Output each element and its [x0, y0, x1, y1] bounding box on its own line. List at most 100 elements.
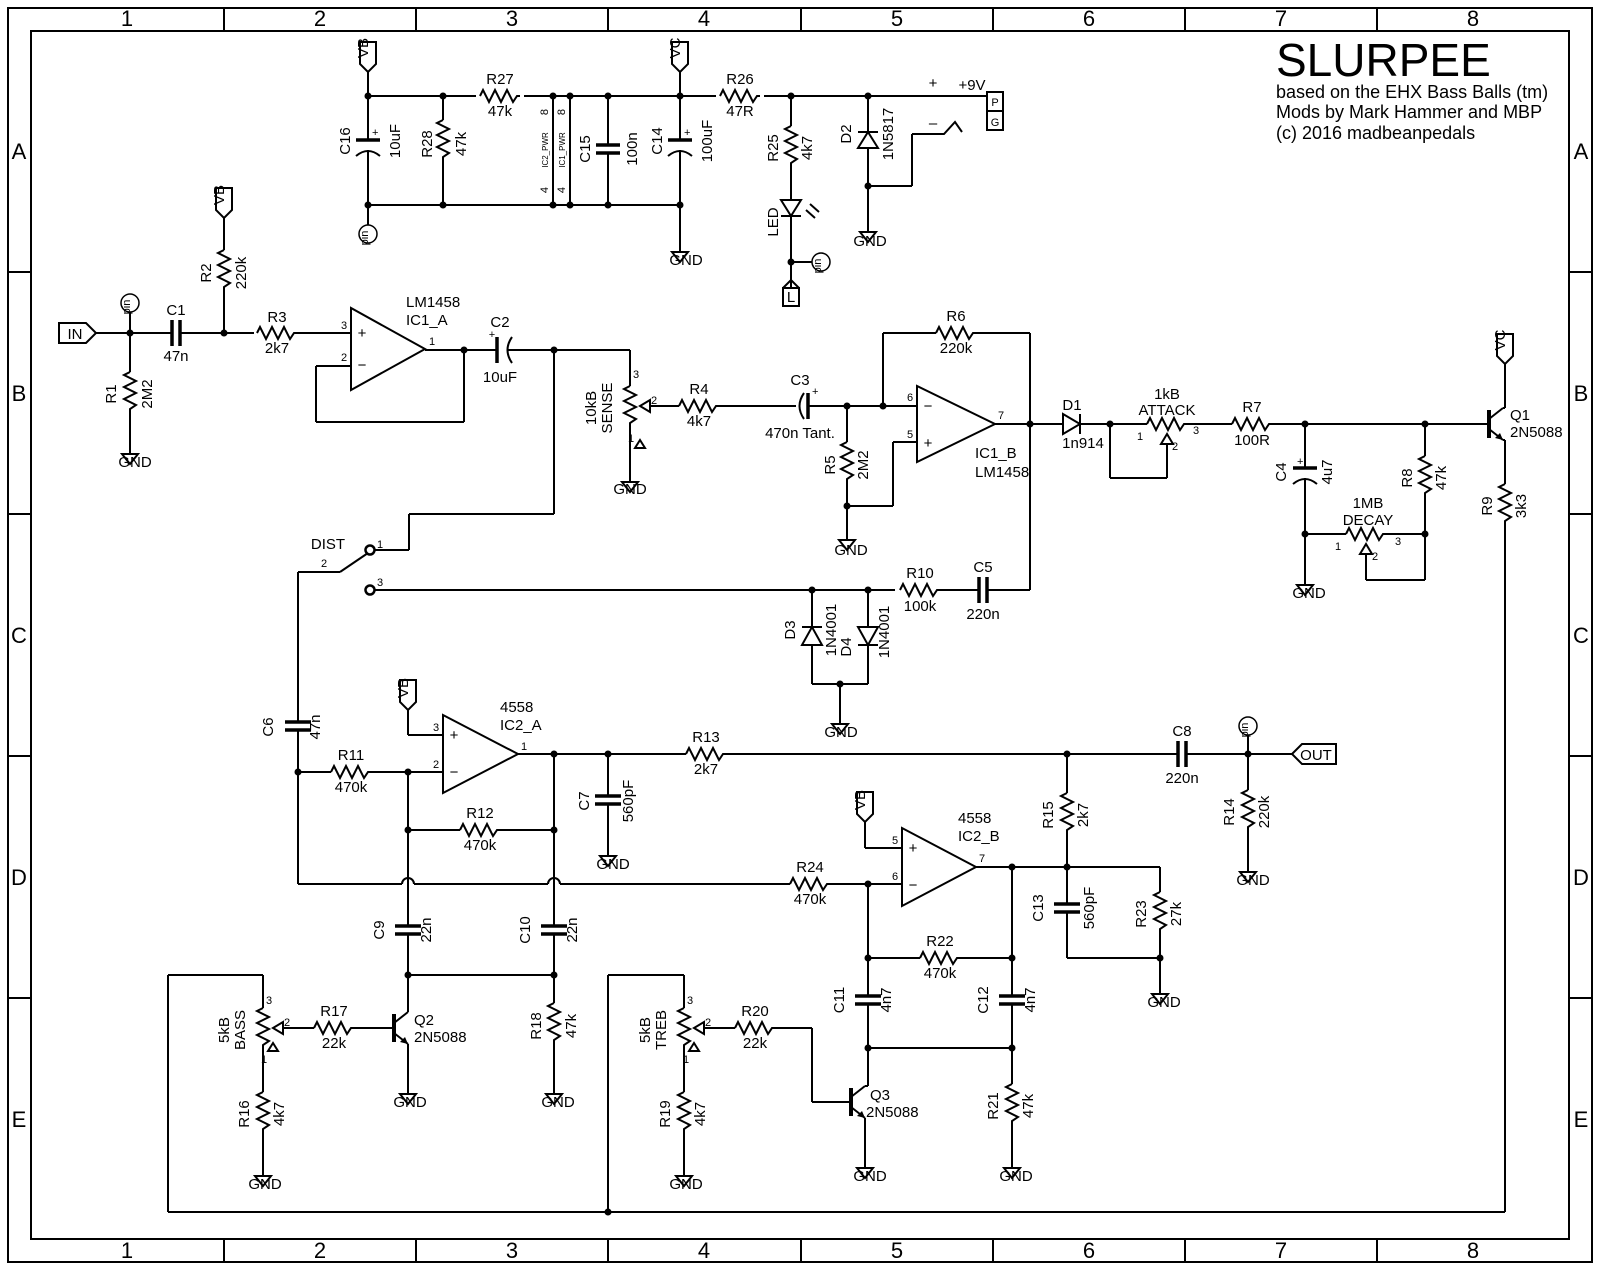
c7-val: 560pF [620, 780, 637, 823]
q1-transistor [1487, 406, 1505, 442]
r4-ref: R4 [689, 381, 708, 398]
col-label: 3 [506, 1238, 518, 1263]
power-9v: +9V [958, 77, 985, 94]
c8-val: 220n [1165, 770, 1198, 787]
r24-ref: R24 [796, 859, 824, 876]
r25-val: 4k7 [799, 136, 816, 160]
d4-icon [856, 626, 880, 648]
c4-val: 4u7 [1319, 459, 1336, 484]
d1-ref: D1 [1062, 397, 1081, 414]
row-label: E [12, 1107, 27, 1132]
r9-val: 3k3 [1513, 494, 1530, 518]
pin-num: 5 [907, 429, 913, 441]
pin-num: 2 [1372, 551, 1378, 563]
r23-val: 27k [1168, 901, 1185, 926]
r24-val: 470k [794, 891, 827, 908]
switch-contact-3[interactable] [364, 584, 376, 596]
pin-num: 6 [907, 392, 913, 404]
r15-val: 2k7 [1075, 803, 1092, 827]
pin-num: 7 [998, 410, 1004, 422]
col-label: 4 [698, 1238, 710, 1263]
gnd-label: GND [853, 1168, 887, 1185]
r2-val: 220k [233, 256, 250, 289]
pin-num: 3 [377, 577, 383, 589]
ic2a-opamp [442, 713, 521, 795]
attack-ref: ATTACK [1139, 402, 1196, 419]
d1-icon [1062, 412, 1082, 436]
input-stage: IN C1 47n pin R1 2M2 GND VB R2 220k R3 2… [58, 185, 630, 551]
ic2a-minus: − [450, 764, 459, 781]
r26-ref: R26 [726, 71, 754, 88]
ic1a-val: LM1458 [406, 294, 460, 311]
gnd-label: GND [248, 1176, 282, 1193]
r1-ref: R1 [103, 384, 120, 403]
r28-val: 47k [453, 131, 470, 156]
r6-ref: R6 [946, 308, 965, 325]
q1-val: 2N5088 [1510, 424, 1563, 441]
ic1-pin8: 8 [556, 109, 568, 115]
frame-tick-marks [8, 8, 1592, 1262]
c13-val: 560pF [1081, 887, 1098, 930]
pin-num: 2 [651, 395, 657, 407]
c11-val: 4n7 [878, 987, 895, 1012]
pin-num: 2 [321, 558, 327, 570]
ic1a-plus: + [358, 325, 367, 342]
d1-val: 1n914 [1062, 435, 1104, 452]
tone-stage: VB + − 3 2 1 4558 IC2_A R11 470k C7 560p… [167, 678, 1505, 1216]
col-label: 3 [506, 6, 518, 31]
r21-ref: R21 [985, 1092, 1002, 1120]
r28-ref: R28 [419, 130, 436, 158]
gnd-label: GND [1292, 585, 1326, 602]
c13-ref: C13 [1030, 894, 1047, 922]
q3-ref: Q3 [870, 1087, 890, 1104]
decay-val: 1MB [1353, 495, 1384, 512]
distortion-section: DIST 1 3 2 C6 47n D3 1N4001 D4 1N4001 GN… [260, 536, 1030, 884]
r22-ref: R22 [926, 933, 954, 950]
pin-num: 1 [377, 539, 383, 551]
r6-val: 220k [940, 340, 973, 357]
col-label: 6 [1083, 1238, 1095, 1263]
r20-ref: R20 [741, 1003, 769, 1020]
dist-switch-lever[interactable] [339, 552, 369, 573]
dist-label: DIST [311, 536, 345, 553]
q2-val: 2N5088 [414, 1029, 467, 1046]
c9-ref: C9 [371, 920, 388, 939]
c11-ref: C11 [831, 987, 848, 1013]
switch-contact-1[interactable] [364, 544, 376, 556]
bass-val: 5kB [216, 1017, 233, 1043]
r13-val: 2k7 [694, 761, 718, 778]
row-label: A [12, 139, 27, 164]
c12-val: 4n7 [1022, 987, 1039, 1012]
pin-num: 1 [429, 336, 435, 348]
c10-val: 22n [564, 917, 581, 942]
pin-num: 3 [266, 995, 272, 1007]
c12-ref: C12 [975, 986, 992, 1014]
ic1b-opamp [916, 384, 998, 464]
row-label: C [11, 623, 27, 648]
r26-val: 47R [726, 103, 754, 120]
r11-val: 470k [335, 779, 368, 796]
vb-flag-label: VB [355, 38, 372, 58]
pin-num: 1 [628, 433, 634, 445]
q3-val: 2N5088 [866, 1104, 919, 1121]
r14-ref: R14 [1221, 798, 1238, 826]
gnd-label: GND [613, 481, 647, 498]
outer-frame [7, 7, 1593, 1263]
envelope-stage: 3 2 1 10kB SENSE GND R4 4k7 + C3 470n Ta… [583, 308, 1563, 1212]
pin-num: 1 [1335, 541, 1341, 553]
vc-flag-label: VC [667, 37, 684, 58]
d2-val: 1N5817 [880, 108, 897, 161]
col-label: 2 [314, 6, 326, 31]
r11-ref: R11 [338, 747, 364, 764]
ic2b-plus: + [909, 840, 918, 857]
q3-transistor [849, 1084, 867, 1120]
r8-ref: R8 [1399, 468, 1416, 487]
r18-ref: R18 [528, 1012, 545, 1040]
ic1a-opamp [350, 306, 428, 392]
ic1b-val: LM1458 [975, 464, 1029, 481]
row-label: B [12, 381, 27, 406]
c2-ref: C2 [490, 314, 509, 331]
r12-ref: R12 [466, 805, 494, 822]
col-label: 7 [1275, 1238, 1287, 1263]
